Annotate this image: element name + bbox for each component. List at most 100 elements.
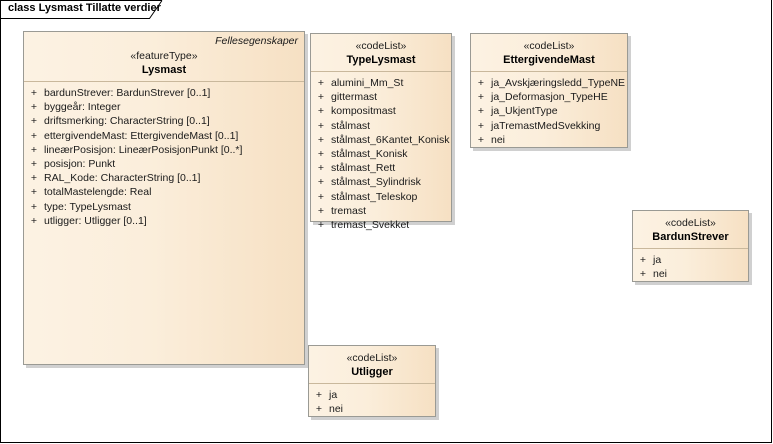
attribute-visibility: +	[639, 268, 647, 281]
attribute-label: tremast_Svekket	[331, 219, 410, 232]
stereotype-utligger: «codeList»	[346, 352, 398, 364]
attribute-row[interactable]: + nei	[471, 133, 627, 147]
attribute-label: ja	[329, 389, 338, 401]
attribute-row[interactable]: + utligger: Utligger [0..1]	[24, 214, 304, 228]
class-name-lysmast: Lysmast	[141, 64, 187, 76]
attribute-visibility: +	[317, 162, 325, 175]
attribute-row[interactable]: + RAL_Kode: CharacterString [0..1]	[24, 171, 304, 185]
attribute-label: stålmast_Konisk	[331, 148, 408, 161]
attribute-row[interactable]: + nei	[309, 402, 435, 416]
attribute-row[interactable]: + totalMastelengde: Real	[24, 185, 304, 199]
class-name-ettergivendemast: EttergivendeMast	[503, 54, 595, 66]
class-name-typelysmast: TypeLysmast	[346, 54, 416, 66]
attribute-label: nei	[329, 403, 344, 416]
attribute-row[interactable]: + stålmast_6Kantet_Konisk	[311, 133, 451, 147]
class-box-utligger[interactable]: «codeList» Utligger + ja + nei	[308, 345, 436, 417]
attribute-row[interactable]: + stålmast	[311, 119, 451, 133]
attribute-visibility: +	[477, 133, 485, 146]
attribute-visibility: +	[30, 115, 38, 128]
tab-slant-icon	[149, 0, 163, 19]
attribute-label: stålmast_6Kantet_Konisk	[331, 133, 450, 146]
attribute-row[interactable]: + ja	[633, 253, 748, 267]
stereotype-bardunstrever: «codeList»	[665, 217, 716, 229]
attribute-row[interactable]: + ja	[309, 388, 435, 402]
attribute-visibility: +	[317, 133, 325, 146]
diagram-title-tab: class Lysmast Tillatte verdier	[0, 0, 163, 20]
attribute-row[interactable]: + nei	[633, 267, 748, 281]
attribute-visibility: +	[317, 190, 325, 203]
attribute-label: stålmast_Rett	[331, 162, 396, 175]
attribute-visibility: +	[30, 186, 38, 199]
attribute-label: ja	[653, 254, 662, 266]
attribute-label: bardunStrever: BardunStrever [0..1]	[44, 87, 211, 99]
attribute-row[interactable]: + gittermast	[311, 90, 451, 104]
class-box-ettergivendemast[interactable]: «codeList» EttergivendeMast + ja_Avskjær…	[470, 33, 628, 148]
attribute-row[interactable]: + tremast_Svekket	[311, 218, 451, 232]
attribute-row[interactable]: + kompositmast	[311, 104, 451, 118]
attribute-row[interactable]: + stålmast_Sylindrisk	[311, 175, 451, 189]
class-attributes-bardunstrever: + ja + nei	[633, 249, 748, 285]
attribute-label: posisjon: Punkt	[44, 158, 116, 171]
attribute-visibility: +	[30, 143, 38, 156]
attribute-visibility: +	[30, 158, 38, 171]
class-box-typelysmast[interactable]: «codeList» TypeLysmast + alumini_Mm_St +…	[310, 33, 452, 231]
attribute-label: jaTremastMedSvekking	[491, 119, 601, 132]
class-header-ettergivendemast: «codeList» EttergivendeMast	[471, 34, 627, 72]
attribute-label: ja_Deformasjon_TypeHE	[491, 91, 608, 104]
attribute-visibility: +	[317, 77, 325, 89]
attribute-row[interactable]: + bardunStrever: BardunStrever [0..1]	[24, 86, 304, 100]
stereotype-lysmast: «featureType»	[130, 50, 198, 62]
attribute-row[interactable]: + ja_Avskjæringsledd_TypeNE	[471, 76, 627, 90]
class-box-lysmast[interactable]: Fellesegenskaper «featureType» Lysmast +…	[23, 31, 305, 365]
attribute-row[interactable]: + tremast	[311, 204, 451, 218]
attribute-row[interactable]: + jaTremastMedSvekking	[471, 119, 627, 133]
class-attributes-lysmast: + bardunStrever: BardunStrever [0..1] + …	[24, 82, 304, 232]
attribute-row[interactable]: + ja_UkjentType	[471, 104, 627, 118]
class-header-lysmast: Fellesegenskaper «featureType» Lysmast	[24, 32, 304, 82]
attribute-row[interactable]: + stålmast_Konisk	[311, 147, 451, 161]
attribute-label: type: TypeLysmast	[44, 200, 131, 213]
stereotype-typelysmast: «codeList»	[355, 40, 407, 52]
attribute-label: lineærPosisjon: LineærPosisjonPunkt [0..…	[44, 143, 243, 156]
attribute-label: totalMastelengde: Real	[44, 186, 152, 199]
attribute-visibility: +	[317, 148, 325, 161]
attribute-visibility: +	[477, 91, 485, 104]
attribute-row[interactable]: + posisjon: Punkt	[24, 157, 304, 171]
attribute-label: nei	[491, 133, 506, 146]
attribute-row[interactable]: + ettergivendeMast: EttergivendeMast [0.…	[24, 129, 304, 143]
attribute-label: stålmast	[331, 119, 371, 132]
attribute-label: driftsmerking: CharacterString [0..1]	[44, 115, 210, 128]
attribute-label: gittermast	[331, 91, 378, 104]
attribute-label: stålmast_Sylindrisk	[331, 176, 421, 189]
attribute-label: nei	[653, 268, 668, 281]
frame-left-border	[0, 18, 1, 442]
attribute-row[interactable]: + lineærPosisjon: LineærPosisjonPunkt [0…	[24, 143, 304, 157]
diagram-title-label: class Lysmast Tillatte verdier	[8, 2, 161, 14]
attribute-row[interactable]: + driftsmerking: CharacterString [0..1]	[24, 114, 304, 128]
attribute-row[interactable]: + ja_Deformasjon_TypeHE	[471, 90, 627, 104]
attribute-label: byggeår: Integer	[44, 101, 121, 114]
attribute-label: ja_Avskjæringsledd_TypeNE	[491, 77, 626, 89]
attribute-visibility: +	[317, 105, 325, 118]
stereotype-ettergivendemast: «codeList»	[523, 40, 575, 52]
attribute-visibility: +	[639, 254, 647, 266]
class-attributes-ettergivendemast: + ja_Avskjæringsledd_TypeNE + ja_Deforma…	[471, 72, 627, 151]
attribute-visibility: +	[317, 119, 325, 132]
attribute-visibility: +	[477, 105, 485, 118]
diagram-title-tab-slant	[149, 0, 163, 20]
class-header-utligger: «codeList» Utligger	[309, 346, 435, 384]
attribute-label: kompositmast	[331, 105, 396, 118]
attribute-row[interactable]: + alumini_Mm_St	[311, 76, 451, 90]
attribute-visibility: +	[30, 87, 38, 99]
attribute-row[interactable]: + stålmast_Teleskop	[311, 190, 451, 204]
class-box-bardunstrever[interactable]: «codeList» BardunStrever + ja + nei	[632, 210, 749, 282]
attribute-label: tremast	[331, 204, 367, 217]
attribute-label: utligger: Utligger [0..1]	[44, 214, 147, 227]
attribute-row[interactable]: + type: TypeLysmast	[24, 200, 304, 214]
attribute-label: stålmast_Teleskop	[331, 190, 418, 203]
attribute-row[interactable]: + stålmast_Rett	[311, 161, 451, 175]
attribute-row[interactable]: + byggeår: Integer	[24, 100, 304, 114]
attribute-visibility: +	[317, 91, 325, 104]
attribute-visibility: +	[30, 200, 38, 213]
